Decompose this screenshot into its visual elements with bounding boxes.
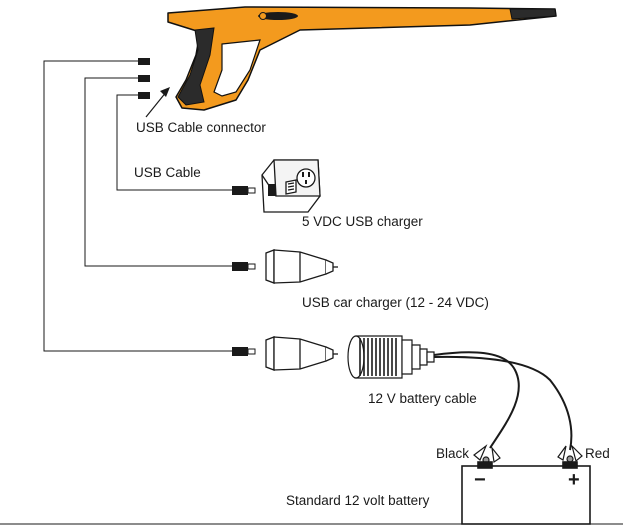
usb-plug-battery	[232, 347, 256, 356]
label-battery: Standard 12 volt battery	[286, 493, 430, 508]
usb-plug-1	[138, 58, 150, 65]
usb-plug-2	[138, 75, 150, 82]
black-clamp-icon	[473, 444, 501, 464]
label-car-charger: USB car charger (12 - 24 VDC)	[302, 295, 489, 310]
label-red: Red	[585, 446, 610, 461]
wand-handle-icon	[167, 6, 557, 111]
label-battery-cable: 12 V battery cable	[368, 391, 477, 406]
car-charger-plug-icon-2	[265, 336, 338, 371]
label-usb-cable: USB Cable	[134, 165, 201, 180]
cable-lines	[43, 60, 232, 352]
label-black: Black	[436, 446, 470, 461]
battery-minus-sign: −	[474, 469, 486, 491]
red-clamp-icon	[557, 443, 583, 463]
label-usb-charger: 5 VDC USB charger	[302, 214, 423, 229]
cigarette-socket-icon	[347, 335, 435, 379]
car-battery-icon	[461, 461, 591, 525]
battery-plus-sign: +	[568, 469, 580, 491]
battery-cable-wires	[433, 351, 573, 451]
usb-plug-car	[232, 262, 256, 271]
car-charger-plug-icon	[265, 249, 338, 284]
usb-plug-wall	[232, 186, 256, 195]
pointer-arrow	[145, 87, 170, 118]
usb-plug-3	[138, 92, 150, 99]
label-usb-cable-connector: USB Cable connector	[136, 120, 266, 135]
usb-wall-charger-icon	[261, 159, 321, 213]
